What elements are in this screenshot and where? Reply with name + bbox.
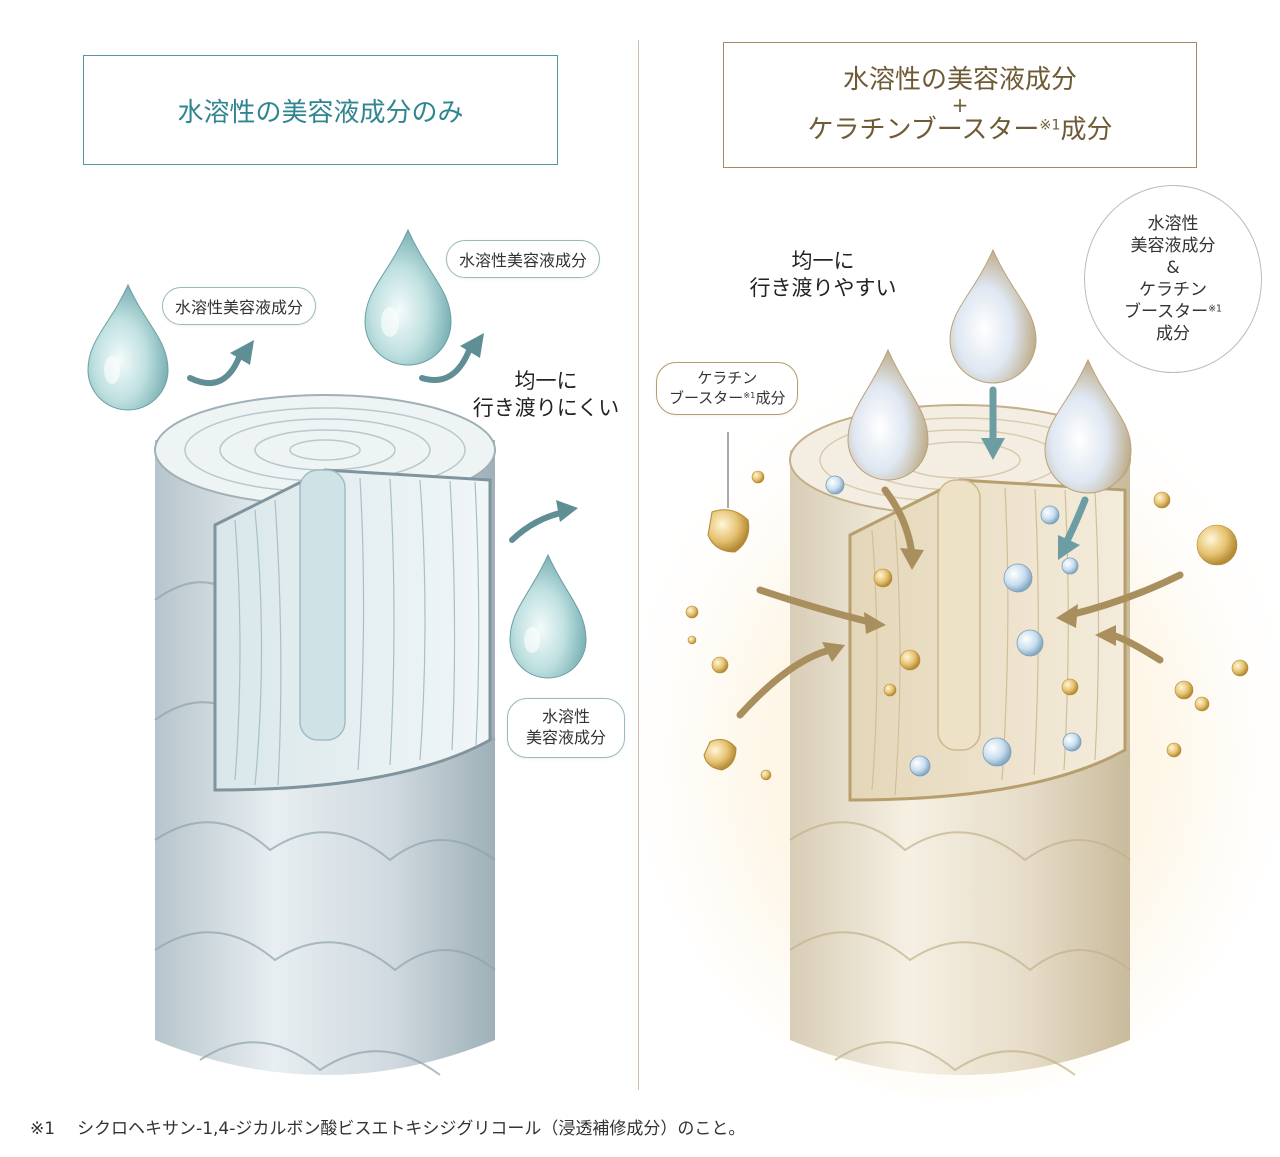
cuticle-scales [789, 821, 1131, 1076]
label-text: 成分 [755, 388, 786, 407]
label-text: ブースター [669, 388, 744, 407]
caption-line: 行き渡りにくい [472, 396, 620, 421]
footnote-mark: ※1 [30, 1119, 56, 1139]
medulla [299, 469, 346, 741]
circle-line: 水溶性 [1147, 213, 1199, 234]
medulla [937, 479, 981, 751]
cortex-fibers [234, 477, 480, 786]
blue-bubbles [825, 475, 1082, 777]
right-title-line2: ケラチンブースター※1成分 [807, 114, 1112, 147]
caption-line: 均一に [791, 249, 855, 273]
circle-text: ブースター [1124, 302, 1209, 323]
label-line: 水溶性 [542, 707, 591, 726]
keratin-gem-1 [707, 509, 750, 553]
footnote-text: シクロヘキサン-1,4-ジカルボン酸ビスエトキシジグリコール（浸透補修成分）のこ… [77, 1119, 746, 1139]
label-water-soluble-3: 水溶性 美容液成分 [507, 698, 626, 758]
caption-line: 均一に [514, 369, 578, 393]
left-title-text: 水溶性の美容液成分のみ [177, 97, 464, 128]
left-panel: 水溶性の美容液成分のみ 水溶性美容液成分 水溶性美容液成分 水溶性 美容液成分 … [0, 0, 638, 1100]
label-water-soluble-2: 水溶性美容液成分 [446, 240, 601, 278]
right-title-sup: ※1 [1039, 117, 1061, 134]
right-hair-illustration [640, 248, 1280, 1100]
keratin-booster-label: ケラチン ブースター※1成分 [656, 362, 799, 415]
left-title: 水溶性の美容液成分のみ [83, 55, 558, 165]
right-title-line2-text: ケラチンブースター [807, 115, 1040, 145]
label-line: 美容液成分 [526, 727, 607, 747]
circle-sup: ※1 [1208, 303, 1222, 315]
water-drop-1 [87, 283, 169, 411]
cortex-cutaway [848, 478, 1127, 802]
pearl-drop-1 [847, 348, 929, 481]
arrow-3 [509, 509, 568, 543]
right-title-plus: + [951, 93, 969, 117]
keratin-gem-2 [703, 739, 737, 771]
right-title-line1: 水溶性の美容液成分 [842, 64, 1077, 95]
arrow-2 [419, 345, 473, 383]
label-water-soluble-1: 水溶性美容液成分 [162, 287, 317, 325]
circle-line: ケラチン [1139, 280, 1207, 300]
water-drop-3 [509, 553, 587, 679]
right-title-line2-end: 成分 [1060, 115, 1113, 145]
right-title: 水溶性の美容液成分 + ケラチンブースター※1成分 [723, 42, 1197, 168]
arrow-1 [187, 352, 243, 386]
label-line: ブースター※1成分 [669, 389, 785, 409]
pearl-drop-3 [1044, 358, 1132, 494]
combined-ingredients-circle: 水溶性 美容液成分 & ケラチン ブースター※1 成分 [1084, 185, 1262, 373]
arrow-heads [230, 333, 578, 522]
left-hair-illustration [87, 228, 587, 1076]
left-caption: 均一に 行き渡りにくい [456, 368, 636, 423]
panel-divider [638, 40, 639, 1090]
cortex-cutaway [213, 468, 492, 792]
circle-line: 成分 [1156, 324, 1190, 345]
label-sup: ※1 [743, 389, 756, 400]
pearl-drop-2 [949, 248, 1037, 384]
circle-line: 美容液成分 [1130, 235, 1216, 256]
water-drop-2 [364, 228, 452, 366]
circle-line: ブースター※1 [1124, 301, 1222, 323]
right-panel: 水溶性の美容液成分 + ケラチンブースター※1成分 均一に 行き渡りやすい ケラ… [640, 0, 1280, 1100]
caption-line: 行き渡りやすい [749, 276, 897, 301]
footnote: ※1 シクロヘキサン-1,4-ジカルボン酸ビスエトキシジグリコール（浸透補修成分）… [30, 1114, 745, 1139]
right-caption: 均一に 行き渡りやすい [718, 248, 928, 303]
circle-ampersand: & [1166, 257, 1180, 278]
arrow-heads [822, 438, 1116, 662]
label-line: ケラチン [697, 369, 758, 387]
gold-particles [685, 470, 1249, 781]
